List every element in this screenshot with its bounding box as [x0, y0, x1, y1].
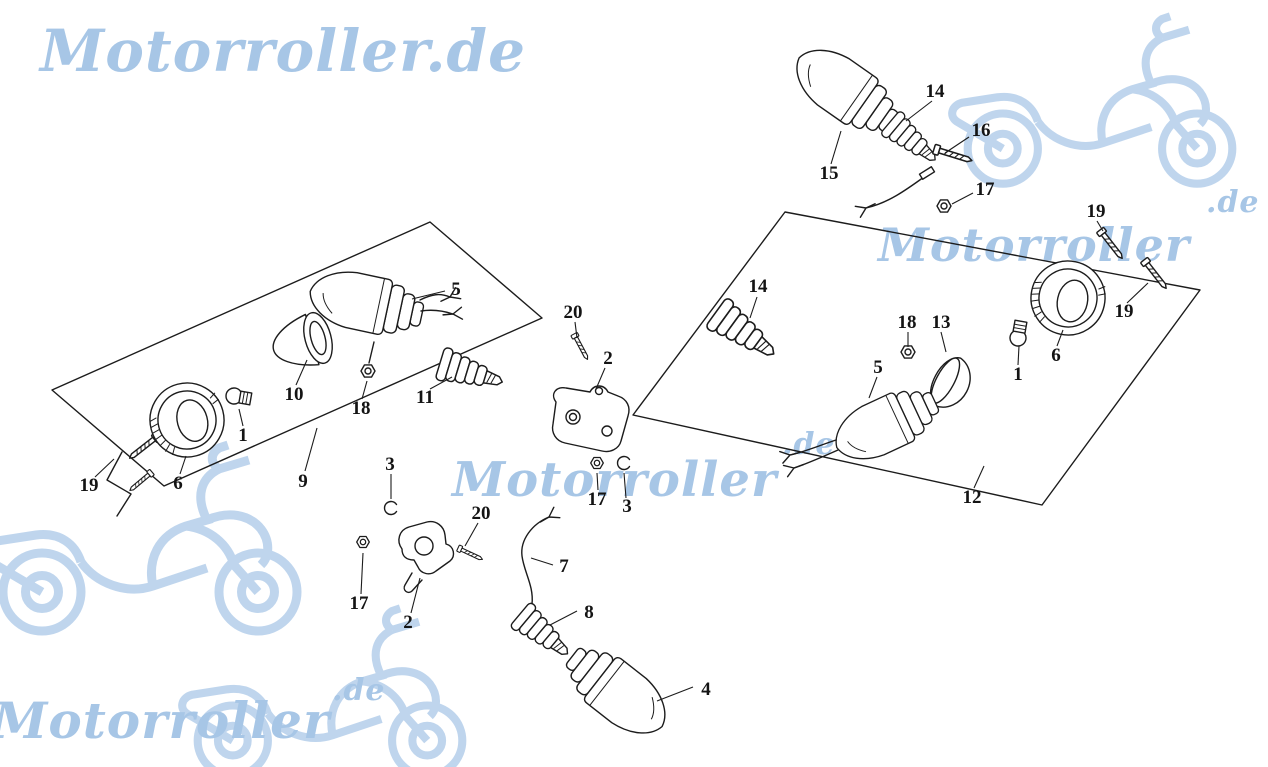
- watermark-brand-bottom-de: .de: [332, 673, 386, 708]
- right-assembly-box: [632, 211, 1201, 506]
- watermark-brand-top-left: Motorroller.de: [40, 17, 527, 85]
- front-lamp-parts: [509, 506, 681, 750]
- center-bracket-parts: [356, 331, 631, 594]
- watermark-brand-bottom: Motorroller: [0, 691, 331, 750]
- watermark-brand-right-de: .de: [1206, 185, 1260, 220]
- watermark-brand-right: Motorroller: [878, 218, 1191, 272]
- right-assembly-parts: [704, 226, 1171, 478]
- top-right-lamp-parts: [782, 34, 975, 218]
- left-assembly-box: [51, 221, 543, 487]
- watermark-brand-center: Motorroller: [452, 452, 778, 508]
- leader-lines: [94, 100, 1149, 702]
- left-assembly-parts: [106, 263, 508, 517]
